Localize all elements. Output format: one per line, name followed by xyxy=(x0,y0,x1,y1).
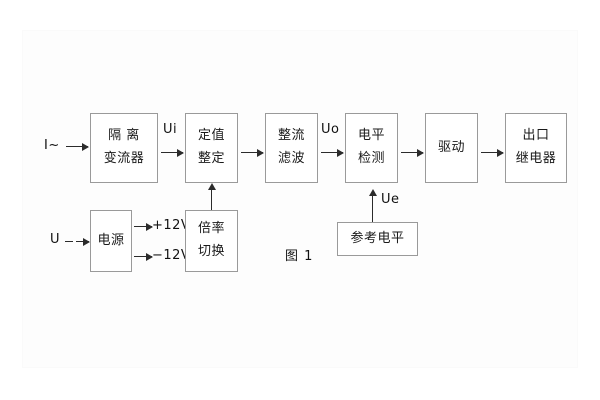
block-setting-line1: 定值 xyxy=(197,128,225,144)
signal-ue-label: Ue xyxy=(381,192,400,207)
arrow-isolation-to-setting xyxy=(161,148,184,157)
block-level-detection-line2: 检测 xyxy=(357,151,385,166)
arrow-level-to-drive xyxy=(401,148,424,157)
voltage-input-label: U xyxy=(50,232,61,247)
block-multiplier-switch-line2: 切换 xyxy=(197,244,225,259)
block-drive-line1: 驱动 xyxy=(437,139,465,155)
voltage-input-dash xyxy=(65,241,73,242)
block-power-supply-line1: 电源 xyxy=(97,232,125,248)
arrow-current-to-isolation xyxy=(66,142,89,151)
block-output-relay-line1: 出口 xyxy=(522,128,550,144)
arrow-rectifier-to-level xyxy=(321,148,344,157)
block-rectifier-filter: 整流 滤波 xyxy=(265,113,318,183)
arrow-supply-positive xyxy=(134,222,153,231)
block-isolation-ct-line2: 变流器 xyxy=(103,151,145,166)
diagram-frame xyxy=(22,30,578,368)
block-multiplier-switch: 倍率 切换 xyxy=(185,210,238,272)
arrow-reference-to-level-detection xyxy=(368,189,377,222)
block-rectifier-filter-line2: 滤波 xyxy=(277,151,305,166)
block-setting-line2: 整定 xyxy=(197,151,225,166)
block-power-supply: 电源 xyxy=(90,210,132,272)
signal-uo-label: Uo xyxy=(321,122,340,137)
block-level-detection-line1: 电平 xyxy=(357,128,385,144)
block-setting: 定值 整定 xyxy=(185,113,238,183)
block-output-relay: 出口 继电器 xyxy=(505,113,567,183)
arrow-multiplier-to-setting xyxy=(207,183,216,210)
figure-caption: 图 1 xyxy=(285,249,314,264)
block-isolation-ct-line1: 隔 离 xyxy=(108,128,140,144)
block-reference-level: 参考电平 xyxy=(337,222,418,256)
block-reference-level-line1: 参考电平 xyxy=(350,230,405,246)
arrow-voltage-to-power-supply xyxy=(76,237,90,246)
block-rectifier-filter-line1: 整流 xyxy=(277,128,305,144)
arrow-setting-to-rectifier xyxy=(241,148,264,157)
signal-ui-label: Ui xyxy=(163,122,178,137)
block-level-detection: 电平 检测 xyxy=(345,113,398,183)
block-isolation-ct: 隔 离 变流器 xyxy=(90,113,158,183)
block-drive: 驱动 xyxy=(425,113,478,183)
block-output-relay-line2: 继电器 xyxy=(515,151,557,166)
arrow-supply-negative xyxy=(134,252,153,261)
supply-negative-label: −12V xyxy=(152,248,191,263)
supply-positive-label: +12V xyxy=(152,218,191,233)
block-multiplier-switch-line1: 倍率 xyxy=(197,221,225,237)
current-input-label: I~ xyxy=(44,138,60,153)
arrow-drive-to-output-relay xyxy=(481,148,504,157)
